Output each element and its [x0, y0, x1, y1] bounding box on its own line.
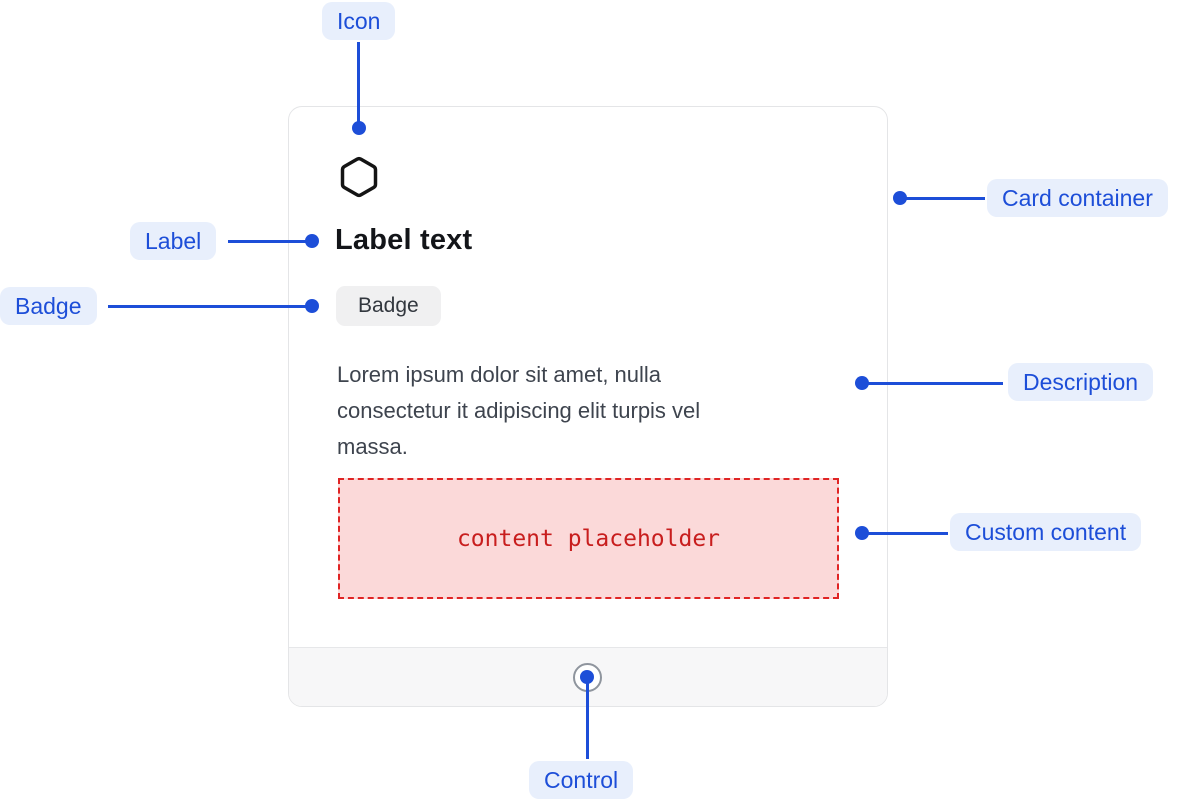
- connector-line-card-container: [902, 197, 985, 200]
- description-line: Lorem ipsum dolor sit amet, nulla: [337, 362, 662, 387]
- connector-dot-icon: [352, 121, 366, 135]
- badge-text: Badge: [358, 294, 419, 317]
- custom-content-placeholder: content placeholder: [338, 478, 839, 599]
- annotation-control-pill: Control: [529, 761, 634, 799]
- annotation-custom-content-pill: Custom content: [950, 513, 1142, 551]
- connector-line-label: [228, 240, 312, 243]
- annotation-label-pill: Label: [130, 222, 217, 260]
- connector-dot-card-container: [893, 191, 907, 205]
- connector-dot-description: [855, 376, 869, 390]
- annotation-badge-pill: Badge: [0, 287, 97, 325]
- annotation-description-pill: Description: [1008, 363, 1154, 401]
- connector-line-icon: [357, 42, 360, 122]
- connector-line-description: [864, 382, 1003, 385]
- connector-line-custom-content: [864, 532, 948, 535]
- description-line: consectetur it adipiscing elit turpis ve…: [337, 398, 701, 423]
- placeholder-text: content placeholder: [456, 525, 721, 552]
- connector-line-badge: [108, 305, 312, 308]
- connector-dot-badge: [305, 299, 319, 313]
- card-description: Lorem ipsum dolor sit amet, nulla consec…: [337, 357, 837, 465]
- card-container: Label text Badge Lorem ipsum dolor sit a…: [288, 106, 888, 707]
- connector-line-control: [586, 682, 589, 759]
- connector-dot-custom-content: [855, 526, 869, 540]
- connector-dot-label: [305, 234, 319, 248]
- annotation-icon-pill: Icon: [322, 2, 396, 40]
- annotation-card-container-pill: Card container: [987, 179, 1168, 217]
- hexagon-icon: [340, 156, 378, 198]
- description-line: massa.: [337, 434, 408, 459]
- badge: Badge: [336, 286, 441, 326]
- card-label-text: Label text: [335, 224, 473, 256]
- connector-dot-control: [580, 670, 594, 684]
